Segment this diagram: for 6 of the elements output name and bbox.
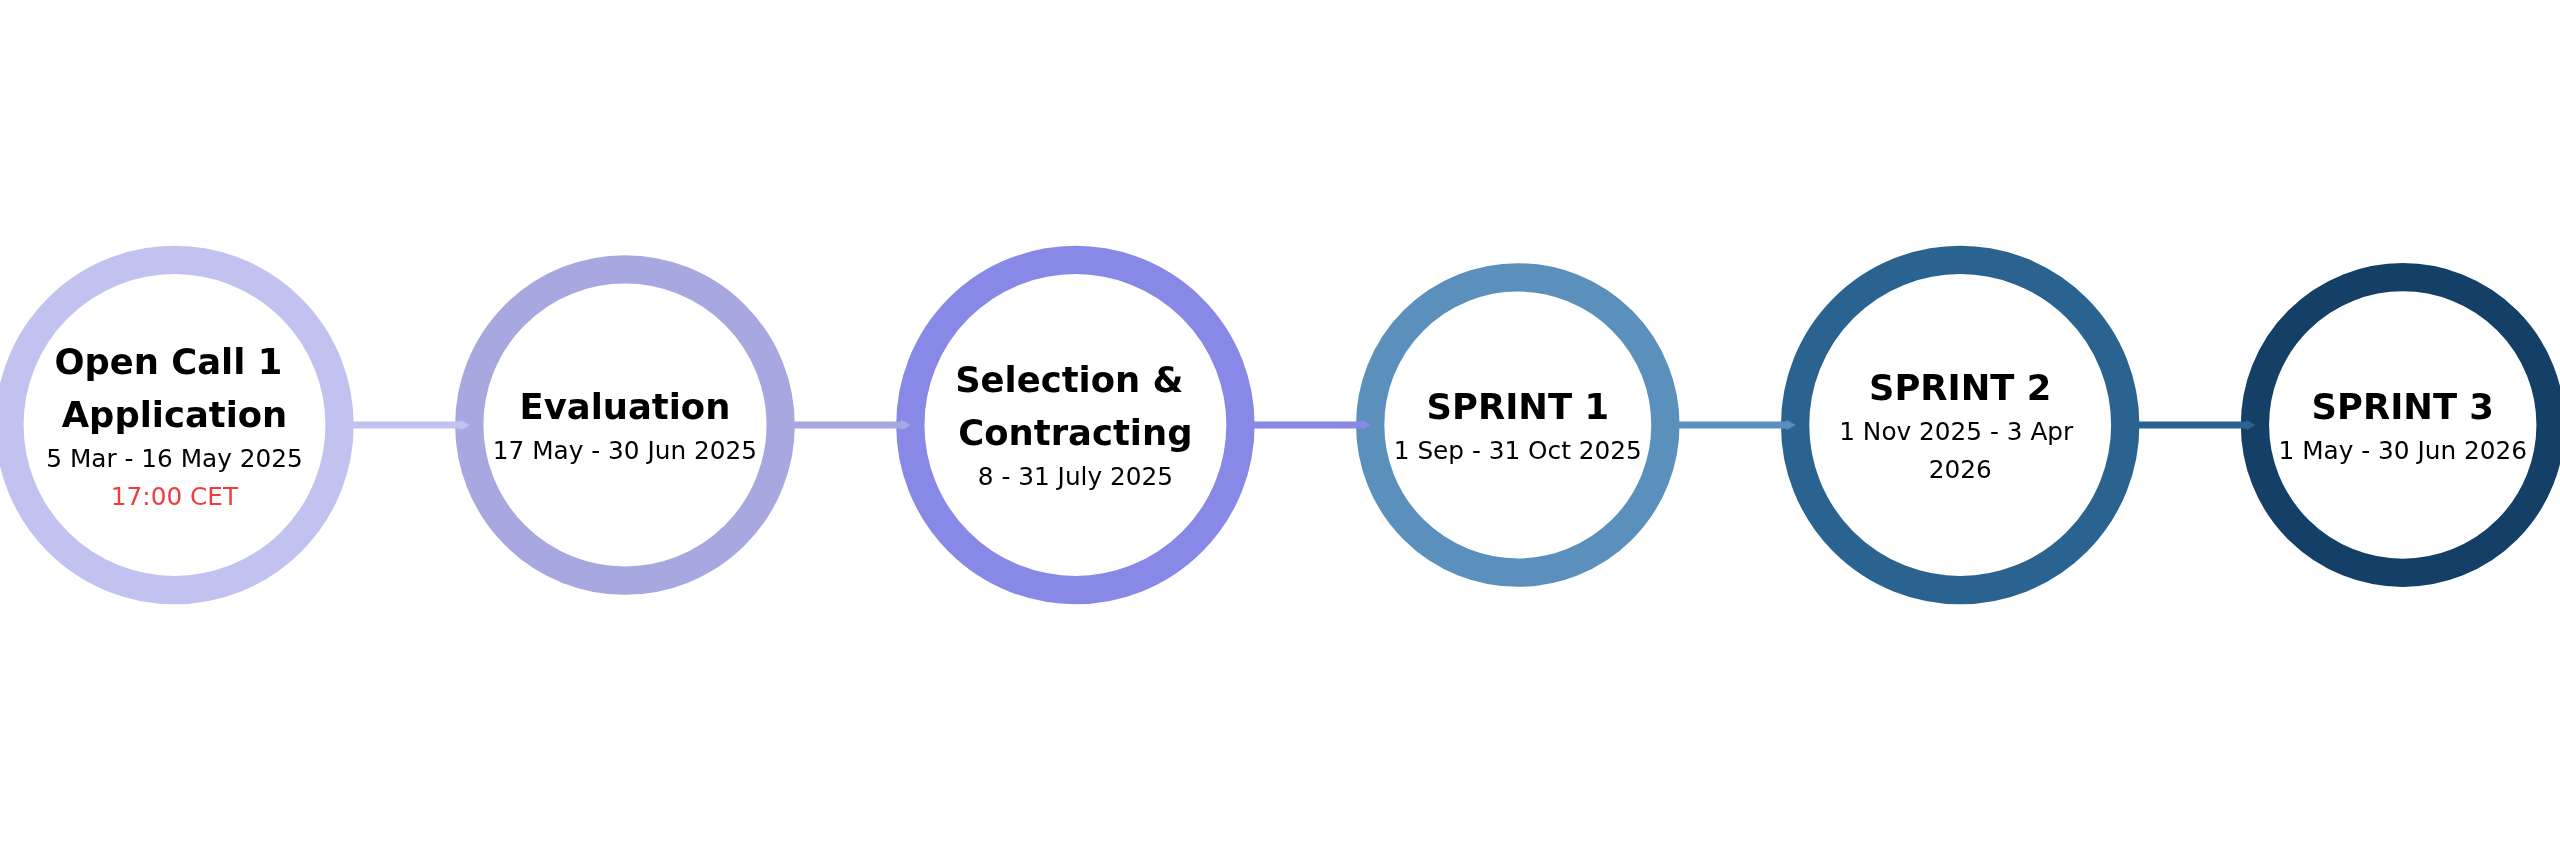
node-circle: SPRINT 3 1 May - 30 Jun 2026 <box>2240 263 2560 587</box>
node-circle: Open Call 1 Application 5 Mar - 16 May 2025 17:00 CET <box>0 245 354 605</box>
node-circle: Selection & Contracting 8 - 31 July 2025 <box>896 245 1255 605</box>
node-circle: SPRINT 2 1 Nov 2025 - 3 Apr 2026 <box>1780 245 2140 605</box>
node-circle: SPRINT 1 1 Sep - 31 Oct 2025 <box>1356 263 1680 587</box>
node-circle: Evaluation 17 May - 30 Jun 2025 <box>455 255 795 595</box>
